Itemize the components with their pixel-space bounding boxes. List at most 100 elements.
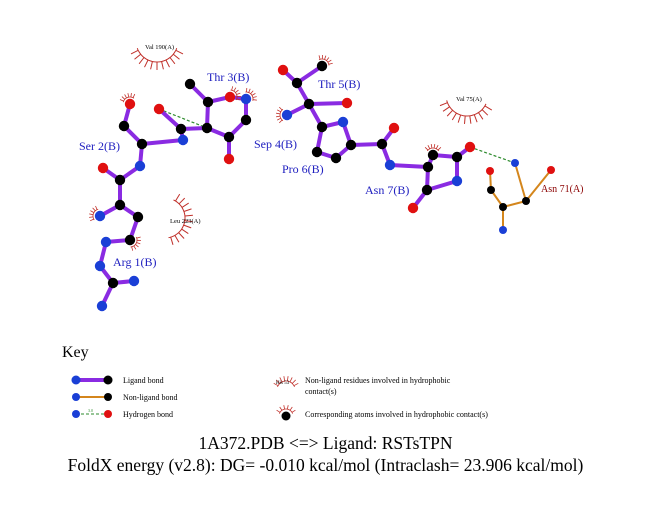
- carbon-atom: [427, 149, 439, 161]
- nitrogen-atom: [384, 159, 396, 171]
- key-nonligand-bond-sample: [72, 393, 112, 401]
- nitrogen-atom: [96, 300, 108, 312]
- nitrogen-atom: [100, 236, 112, 248]
- caption-energy: FoldX energy (v2.8): DG= -0.010 kcal/mol…: [67, 455, 584, 475]
- nitrogen-atom: [177, 134, 189, 146]
- non-ligand-bond: [525, 169, 552, 202]
- key-hydrogen-bond-sample: 3.0: [72, 408, 112, 418]
- nitrogen-atom: [94, 260, 106, 272]
- ligand-bonds: [98, 64, 472, 308]
- residue-label-ser2: Ser 2(B): [79, 139, 120, 153]
- oxygen-atom: [341, 97, 353, 109]
- residue-label-asn71: Asn 71(A): [541, 184, 584, 195]
- key-example-residue: His 53: [276, 381, 290, 386]
- atoms: [94, 60, 555, 312]
- atom-contact-marker: [276, 106, 284, 124]
- carbon-atom: [376, 138, 388, 150]
- carbon-atom: [223, 131, 235, 143]
- key-ligand-bond-label: Ligand bond: [123, 376, 164, 385]
- carbon-atom: [132, 211, 144, 223]
- nitrogen-atom: [94, 210, 106, 222]
- hydrophobic-contact-val75: [439, 100, 493, 124]
- key-nonligand-residues-label: Non-ligand residues involved in hydropho…: [305, 376, 451, 385]
- oxygen-atom: [223, 153, 235, 165]
- key-hydrogen-bond-label: Hydrogen bond: [123, 410, 173, 419]
- key-nonligand-residues-label-2: contact(s): [305, 387, 337, 396]
- carbon-atom: [345, 139, 357, 151]
- nitrogen-atom: [240, 93, 252, 105]
- ligand-bond: [140, 138, 185, 146]
- atom-contact-marker: [230, 86, 242, 101]
- ligand-bond: [307, 101, 349, 106]
- carbon-atom: [202, 96, 214, 108]
- hydrogen-bond: [158, 108, 208, 129]
- nitrogen-atom: [128, 275, 140, 287]
- residue-label-arg1: Arg 1(B): [113, 255, 156, 269]
- residue-label-thr3: Thr 3(B): [207, 70, 249, 84]
- oxygen-atom: [486, 167, 494, 175]
- oxygen-atom: [153, 103, 165, 115]
- carbon-atom: [303, 98, 315, 110]
- oxygen-atom: [124, 98, 136, 110]
- carbon-atom: [311, 146, 323, 158]
- carbon-atom: [422, 161, 434, 173]
- carbon-atom: [240, 114, 252, 126]
- non-ligand-bond: [514, 162, 527, 202]
- nitrogen-atom: [337, 116, 349, 128]
- carbon-atom: [487, 186, 495, 194]
- key-arc-shape: [273, 376, 299, 388]
- oxygen-atom: [464, 141, 476, 153]
- carbon-atom: [499, 203, 507, 211]
- oxygen-atom: [224, 91, 236, 103]
- nitrogen-atom: [281, 109, 293, 121]
- carbon-atom: [184, 78, 196, 90]
- atom-contact-marker: [130, 236, 142, 251]
- carbon-atom: [316, 60, 328, 72]
- residue-label-sep4: Sep 4(B): [254, 137, 297, 151]
- oxygen-atom: [388, 122, 400, 134]
- carbon-atom: [107, 277, 119, 289]
- oxygen-atom: [407, 202, 419, 214]
- hydrophobic-contact-markers: [89, 48, 493, 251]
- key-ligand-bond-sample: [71, 375, 113, 385]
- oxygen-atom: [547, 166, 555, 174]
- contact-label-val190: Val 190(A): [145, 44, 174, 51]
- key-corresponding-atom-marker: [276, 405, 296, 421]
- key-atom-dot: [281, 411, 291, 421]
- carbon-atom: [522, 197, 530, 205]
- carbon-atom: [330, 152, 342, 164]
- hydrogen-bond: [469, 146, 516, 164]
- oxygen-atom: [97, 162, 109, 174]
- carbon-atom: [291, 77, 303, 89]
- non-ligand-bonds: [489, 162, 552, 230]
- carbon-atom: [421, 184, 433, 196]
- oxygen-atom: [277, 64, 289, 76]
- hydrophobic-contact-leu223: [168, 193, 193, 245]
- contact-label-val75: Val 75(A): [456, 96, 482, 103]
- residue-label-pro6: Pro 6(B): [282, 162, 324, 176]
- carbon-atom: [114, 199, 126, 211]
- atom-contact-marker: [424, 144, 442, 152]
- carbon-atom: [118, 120, 130, 132]
- carbon-atom: [175, 123, 187, 135]
- carbon-atom: [136, 138, 148, 150]
- atom-contact-marker: [119, 93, 136, 103]
- nitrogen-atom: [499, 226, 507, 234]
- hydrophobic-contact-val190: [130, 48, 184, 70]
- hydrogen-bonds: [158, 108, 516, 164]
- residue-label-asn7: Asn 7(B): [365, 183, 409, 197]
- contact-label-leu223: Leu 223(A): [170, 218, 201, 225]
- key-hydrophobic-residue-marker: [273, 376, 299, 388]
- carbon-atom: [114, 174, 126, 186]
- key-hbond-distance: 3.0: [88, 408, 93, 413]
- residue-label-thr5: Thr 5(B): [318, 77, 360, 91]
- nitrogen-atom: [134, 160, 146, 172]
- ligand-bond: [425, 179, 459, 192]
- caption-title: 1A372.PDB <=> Ligand: RSTsTPN: [198, 433, 453, 453]
- key-atom-spikes: [276, 405, 296, 414]
- nitrogen-atom: [451, 175, 463, 187]
- key-title: Key: [62, 344, 89, 361]
- carbon-atom: [316, 121, 328, 133]
- carbon-atom: [201, 122, 213, 134]
